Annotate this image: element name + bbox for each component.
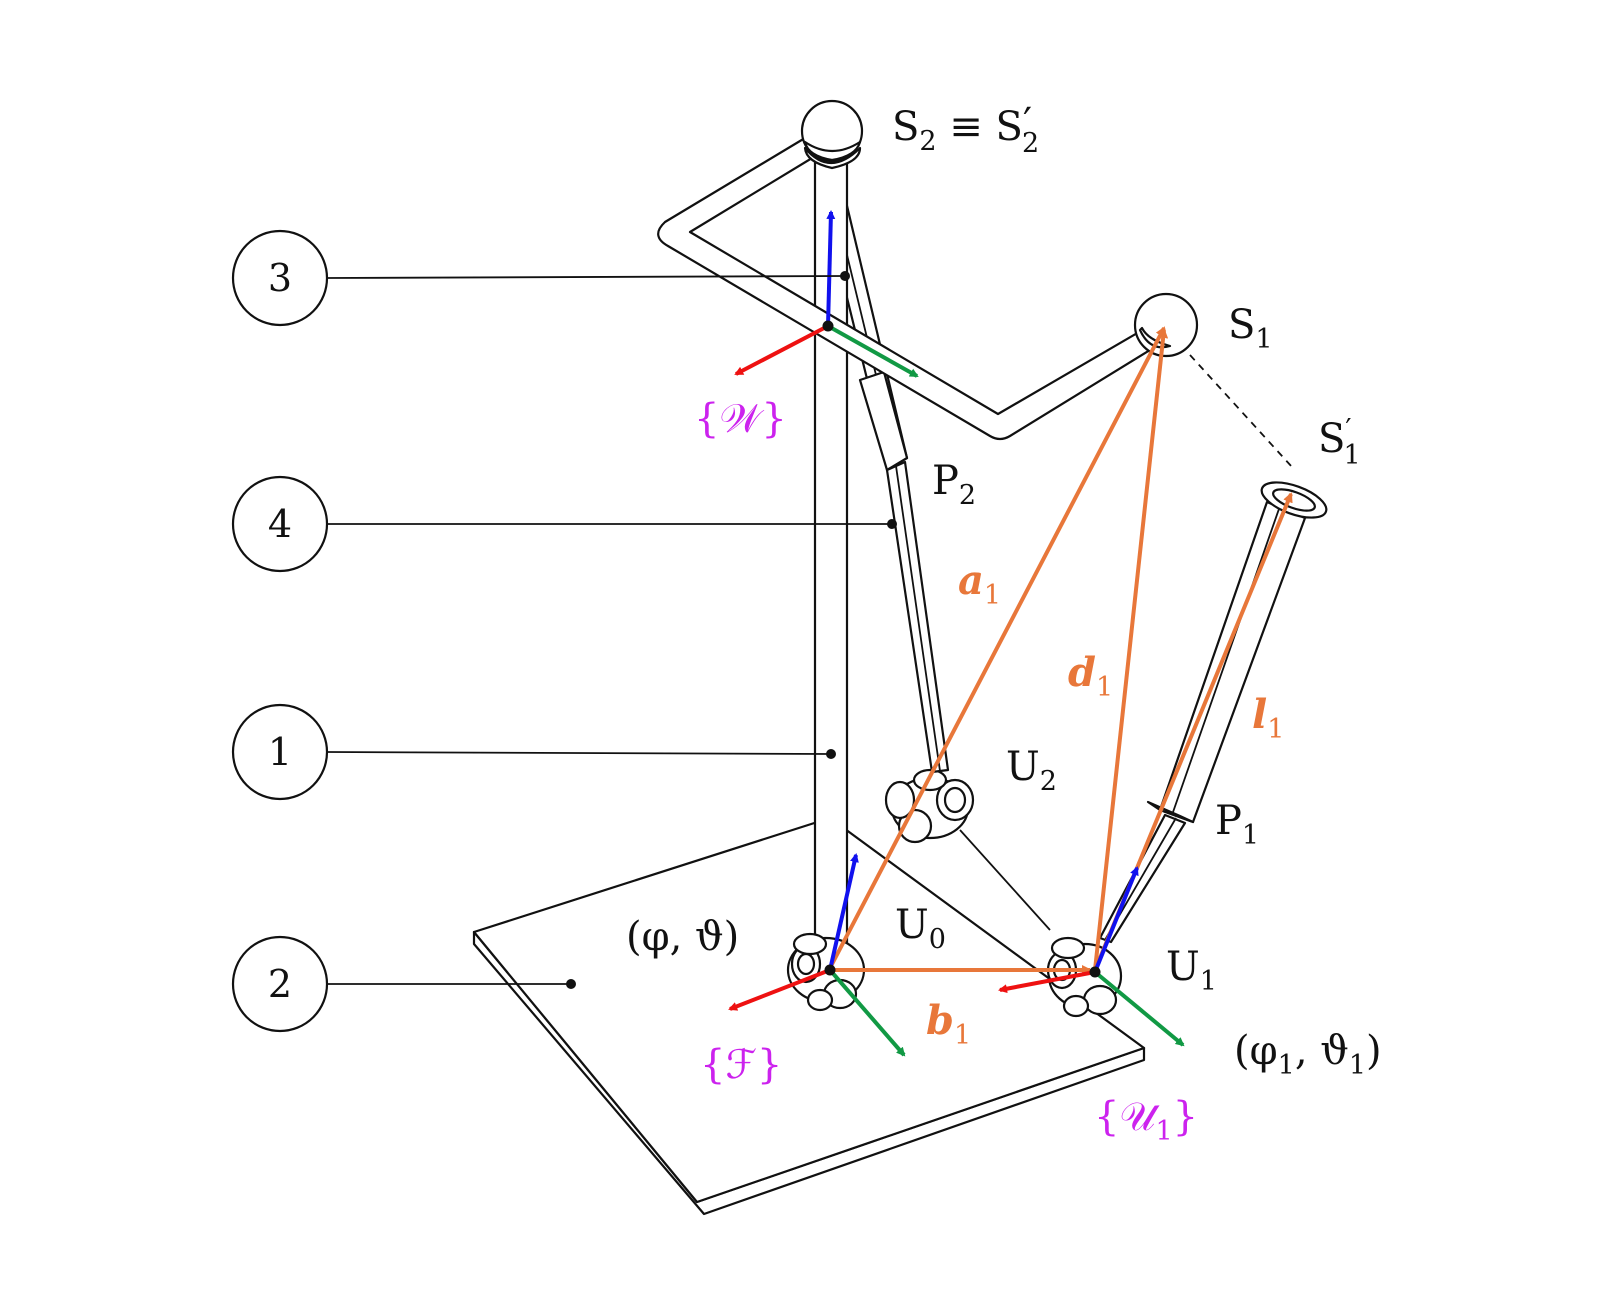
label-angles-base: (φ, ϑ) <box>626 914 739 960</box>
label-p1: P1 <box>1215 798 1259 851</box>
label-s1-prime: S′1 <box>1318 414 1361 471</box>
callout-3: 3 <box>231 229 850 327</box>
callout-4-label: 4 <box>268 502 292 546</box>
joint-s1 <box>1133 292 1199 358</box>
s1-s1prime-dashed <box>1189 354 1293 468</box>
label-p2: P2 <box>932 458 976 511</box>
callout-1-label: 1 <box>268 730 292 774</box>
label-s2: S2 ≡ S′2 <box>892 100 1039 159</box>
label-u0: U0 <box>895 902 946 955</box>
callout-3-label: 3 <box>268 256 292 300</box>
label-vector-a1: a1 <box>958 557 1001 611</box>
label-s1: S1 <box>1228 302 1273 355</box>
label-u1: U1 <box>1166 944 1217 997</box>
label-frame-w: {𝒲} <box>694 396 787 442</box>
label-vector-b1: b1 <box>926 997 971 1051</box>
frame-w-axes <box>734 210 919 378</box>
vector-d1-arrow <box>1093 328 1169 971</box>
joint-u2 <box>884 768 975 844</box>
joint-s2 <box>800 99 864 170</box>
label-frame-f: {ℱ} <box>700 1042 782 1088</box>
callout-2-label: 2 <box>268 962 292 1006</box>
callout-2: 2 <box>231 935 576 1033</box>
u2-u1-edge <box>959 829 1051 931</box>
callout-1: 1 <box>231 703 836 801</box>
frame-f-axes <box>728 853 906 1057</box>
base-plate <box>472 816 1146 1216</box>
label-angles-u1: (φ1, ϑ1) <box>1234 1028 1382 1081</box>
label-frame-u1: {𝒰1} <box>1094 1094 1198 1147</box>
label-vector-d1: d1 <box>1068 649 1113 703</box>
vector-a1-arrow <box>828 326 1166 969</box>
label-u2: U2 <box>1006 744 1057 797</box>
leg-2-piston <box>813 166 950 774</box>
callout-4: 4 <box>231 475 897 573</box>
frame-u1-axes <box>998 866 1185 1047</box>
top-platform <box>657 133 1152 441</box>
label-vector-l1: l1 <box>1252 691 1284 745</box>
